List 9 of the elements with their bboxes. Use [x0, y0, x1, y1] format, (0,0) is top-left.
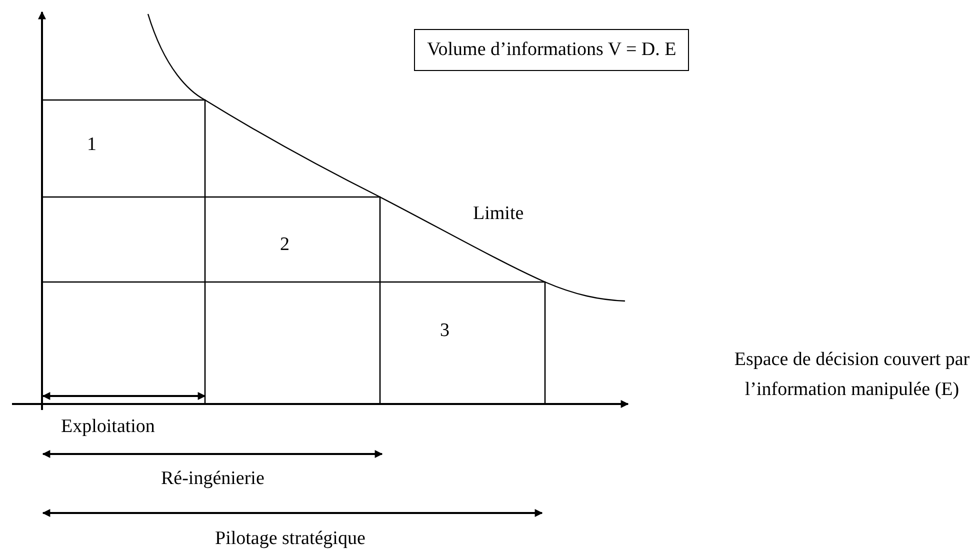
axis-label: Espace de décision couvert par l’information manipulée (E)	[733, 348, 971, 402]
range-label: Pilotage stratégique	[215, 528, 366, 550]
zone-number: 1	[87, 134, 96, 156]
zone-number: 3	[440, 320, 450, 342]
range-label: Ré-ingénierie	[161, 468, 264, 490]
zone-number: 2	[280, 234, 290, 256]
range-label: Exploitation	[61, 416, 155, 438]
curve-label: Limite	[473, 203, 524, 225]
formula-label: Volume d’informations V = D. E	[414, 29, 690, 71]
